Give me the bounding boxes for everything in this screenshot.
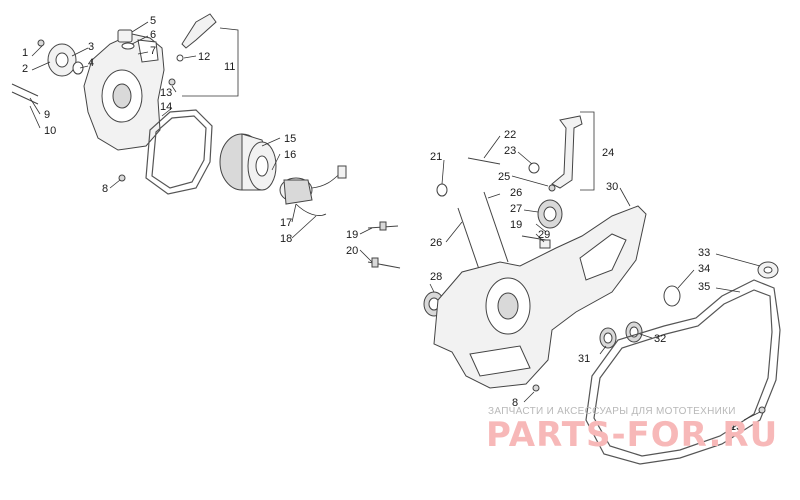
callout-21: 21 [430,151,442,163]
callout-15: 15 [284,133,296,145]
bolts-group [367,111,595,317]
callout-8b: 8 [512,397,518,409]
callout-13b: 13 [730,421,742,433]
callout-35: 35 [698,281,710,293]
callout-3: 3 [88,41,94,53]
callout-8a: 8 [102,183,108,195]
callout-32: 32 [654,333,666,345]
watermark-caption: ЗАПЧАСТИ И АКСЕССУАРЫ ДЛЯ МОТОТЕХНИКИ [488,406,736,417]
callout-34: 34 [698,263,710,275]
callout-7: 7 [150,45,156,57]
callout-20: 20 [346,245,358,257]
callout-10: 10 [44,125,56,137]
callout-9: 9 [44,109,50,121]
callout-19b: 19 [510,219,522,231]
flywheel-stator-assembly [219,133,347,216]
callout-31: 31 [578,353,590,365]
callout-12: 12 [198,51,210,63]
callout-29: 29 [538,229,550,241]
callout-28: 28 [430,271,442,283]
watermark: ЗАПЧАСТИ И АКСЕССУАРЫ ДЛЯ МОТОТЕХНИКИ PA… [486,406,778,455]
callout-24: 24 [602,147,614,159]
side-cover-assembly [11,13,239,195]
callout-16: 16 [284,149,296,161]
callout-19a: 19 [346,229,358,241]
callout-1: 1 [22,47,28,59]
callout-4: 4 [88,57,94,69]
callout-26b: 26 [430,237,442,249]
callout-18: 18 [280,233,292,245]
callout-6: 6 [150,29,156,41]
callout-25: 25 [498,171,510,183]
callout-2: 2 [22,63,28,75]
callout-26a: 26 [510,187,522,199]
leader-lines [29,21,761,421]
callout-5: 5 [150,15,156,27]
callout-22: 22 [504,129,516,141]
callout-33: 33 [698,247,710,259]
callout-13a: 13 [160,87,172,99]
callout-27: 27 [510,203,522,215]
callout-14: 14 [160,101,172,113]
callout-30: 30 [606,181,618,193]
callout-labels: 1 2 3 4 5 6 7 8 9 10 11 12 13 14 15 16 1… [22,15,742,433]
callout-17: 17 [280,217,292,229]
callout-23: 23 [504,145,516,157]
cover-gasket-assembly [585,261,781,465]
watermark-brand: PARTS-FOR.RU [486,415,778,455]
callout-11: 11 [224,61,235,73]
